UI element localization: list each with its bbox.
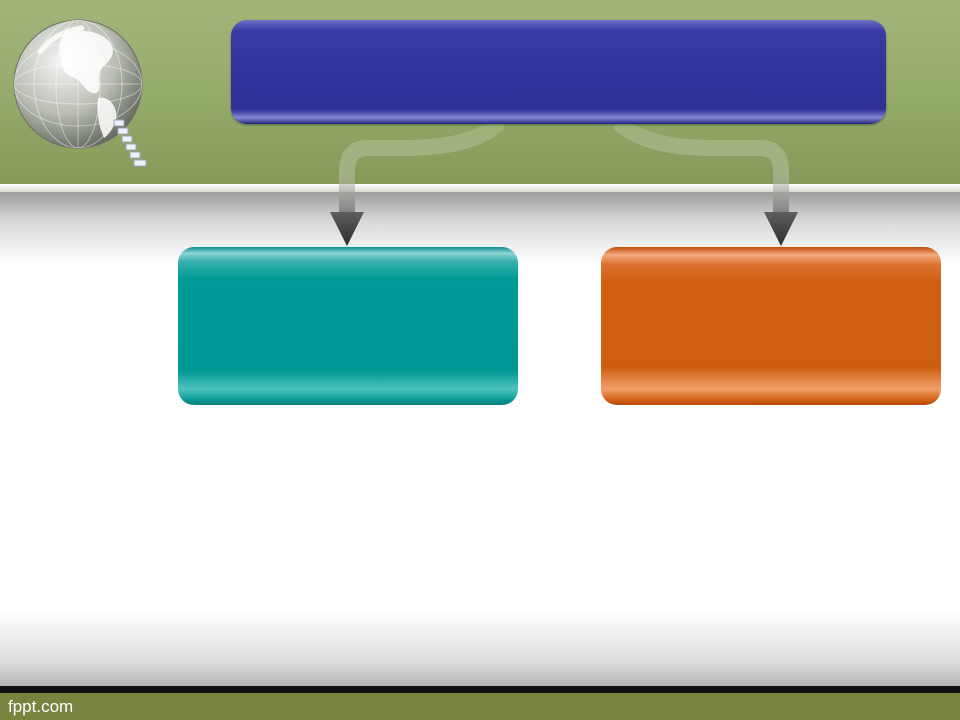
connector-arrows (330, 115, 798, 246)
arrowhead-right-icon (764, 212, 798, 246)
globe-with-stairs-icon (13, 19, 147, 167)
footer-brand: fppt.com (8, 697, 74, 716)
arrowhead-left-icon (330, 212, 364, 246)
footer-divider (0, 686, 960, 693)
connector-right (612, 115, 798, 246)
header-divider (0, 184, 960, 192)
left-box (178, 247, 518, 405)
footer-fade (0, 610, 960, 686)
footer-bar (0, 693, 960, 720)
top-box (231, 20, 886, 124)
connector-left (330, 115, 506, 246)
right-box (601, 247, 941, 405)
